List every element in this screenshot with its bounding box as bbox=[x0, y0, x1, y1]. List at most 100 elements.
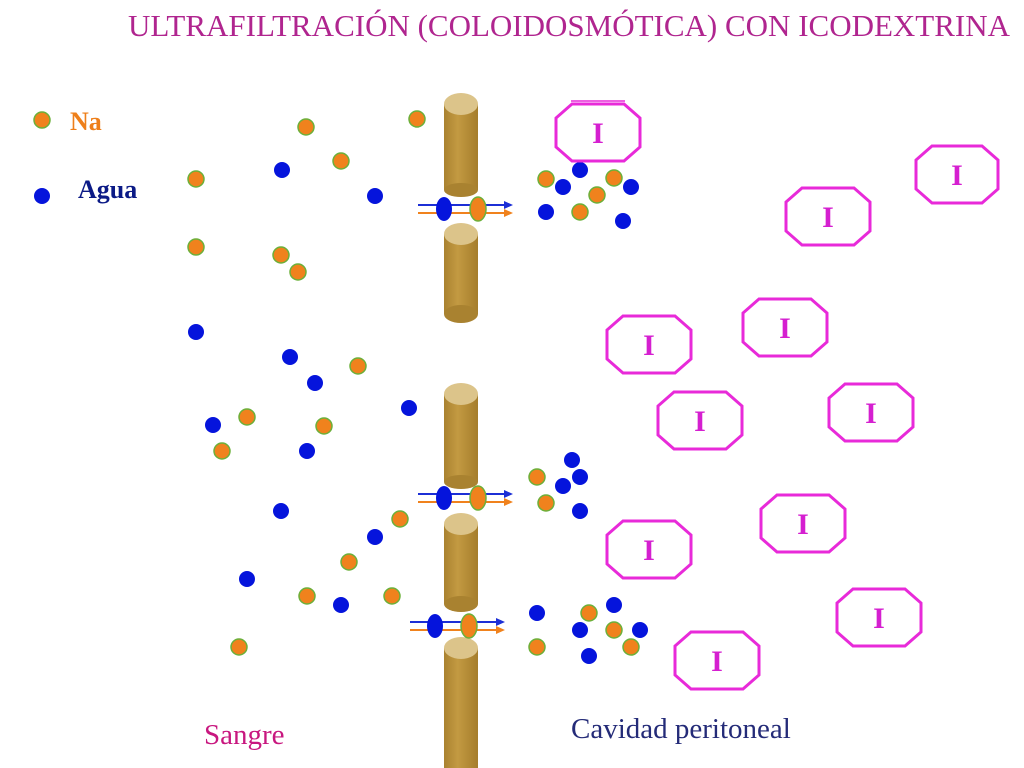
sodium-ion bbox=[622, 638, 640, 656]
sodium-ion bbox=[571, 203, 589, 221]
icodextrin-molecule: I bbox=[784, 186, 872, 247]
icodextrin-letter: I bbox=[822, 201, 834, 234]
water-molecule bbox=[367, 188, 383, 204]
sodium-ion bbox=[605, 621, 623, 639]
legend-water-label: Agua bbox=[78, 175, 137, 204]
icodextrin-letter: I bbox=[592, 117, 604, 150]
legend-water-icon bbox=[34, 188, 50, 204]
icodextrin-molecule: I bbox=[605, 519, 693, 580]
icodextrin-letter: I bbox=[643, 534, 655, 567]
blood-side-label: Sangre bbox=[204, 719, 285, 751]
sodium-ion bbox=[349, 357, 367, 375]
water-molecule bbox=[572, 503, 588, 519]
water-molecule bbox=[615, 213, 631, 229]
water-molecule bbox=[436, 197, 452, 221]
water-molecule bbox=[572, 622, 588, 638]
water-molecule bbox=[572, 162, 588, 178]
water-molecule bbox=[367, 529, 383, 545]
water-molecule bbox=[282, 349, 298, 365]
water-molecule bbox=[239, 571, 255, 587]
water-molecule bbox=[401, 400, 417, 416]
membrane-cylinder bbox=[444, 383, 478, 489]
sodium-ion bbox=[187, 170, 205, 188]
peritoneal-cavity-label: Cavidad peritoneal bbox=[571, 713, 791, 745]
icodextrin-molecule: I bbox=[554, 102, 642, 163]
icodextrin-letter: I bbox=[779, 312, 791, 345]
sodium-ion bbox=[187, 238, 205, 256]
water-molecule bbox=[299, 443, 315, 459]
water-molecule bbox=[307, 375, 323, 391]
sodium-ion bbox=[528, 468, 546, 486]
sodium-ion bbox=[528, 638, 546, 656]
water-molecule bbox=[555, 478, 571, 494]
sodium-ion bbox=[537, 494, 555, 512]
legend: Na Agua bbox=[33, 107, 137, 204]
water-molecule bbox=[436, 486, 452, 510]
icodextrin-molecule: I bbox=[835, 587, 923, 648]
water-molecule bbox=[606, 597, 622, 613]
icodextrin-letter: I bbox=[694, 405, 706, 438]
water-molecule bbox=[205, 417, 221, 433]
sodium-ion bbox=[580, 604, 598, 622]
icodextrin-letter: I bbox=[711, 645, 723, 678]
sodium-ion bbox=[340, 553, 358, 571]
water-molecule bbox=[273, 503, 289, 519]
pore-flow bbox=[418, 485, 513, 511]
sodium-ion bbox=[460, 613, 478, 639]
page-title: ULTRAFILTRACIÓN (COLOIDOSMÓTICA) CON ICO… bbox=[127, 8, 1010, 43]
icodextrin-molecule: I bbox=[759, 493, 847, 554]
icodextrin-molecule: I bbox=[673, 630, 761, 691]
icodextrin-letter: I bbox=[873, 602, 885, 635]
sodium-ion bbox=[298, 587, 316, 605]
icodextrin-molecule: I bbox=[656, 390, 744, 451]
icodextrin-letter: I bbox=[797, 508, 809, 541]
water-molecule bbox=[274, 162, 290, 178]
icodextrin-molecule: I bbox=[914, 144, 1000, 205]
membrane-cylinder bbox=[444, 637, 478, 768]
water-molecule bbox=[538, 204, 554, 220]
sodium-ion bbox=[537, 170, 555, 188]
water-molecule bbox=[188, 324, 204, 340]
legend-sodium-label: Na bbox=[70, 107, 102, 136]
membrane-cylinder bbox=[444, 513, 478, 612]
membrane-cylinder bbox=[444, 93, 478, 197]
water-molecule bbox=[623, 179, 639, 195]
sodium-ion bbox=[297, 118, 315, 136]
icodextrin-letter: I bbox=[643, 329, 655, 362]
water-molecule bbox=[564, 452, 580, 468]
icodextrin-letter: I bbox=[865, 397, 877, 430]
sodium-ion bbox=[588, 186, 606, 204]
sodium-ion bbox=[289, 263, 307, 281]
icodextrin-molecules: I I I I I I I I bbox=[554, 100, 1000, 691]
sodium-ion bbox=[213, 442, 231, 460]
icodextrin-molecule: I bbox=[741, 297, 829, 358]
icodextrin-molecule: I bbox=[605, 314, 693, 375]
water-molecule bbox=[572, 469, 588, 485]
sodium-ion bbox=[605, 169, 623, 187]
icodextrin-letter: I bbox=[951, 159, 963, 192]
water-molecule bbox=[555, 179, 571, 195]
membrane-cylinder bbox=[444, 223, 478, 323]
sodium-ion bbox=[469, 196, 487, 222]
sodium-ion bbox=[315, 417, 333, 435]
water-molecule bbox=[581, 648, 597, 664]
sodium-ion bbox=[332, 152, 350, 170]
membrane bbox=[444, 93, 478, 768]
pore-transport bbox=[410, 196, 513, 639]
sodium-ion bbox=[408, 110, 426, 128]
legend-sodium-icon bbox=[33, 111, 51, 129]
sodium-ion bbox=[383, 587, 401, 605]
water-molecule bbox=[427, 614, 443, 638]
sodium-ion bbox=[391, 510, 409, 528]
sodium-ion bbox=[230, 638, 248, 656]
sodium-ion bbox=[469, 485, 487, 511]
particles bbox=[187, 110, 648, 664]
water-molecule bbox=[529, 605, 545, 621]
water-molecule bbox=[632, 622, 648, 638]
icodextrin-molecule: I bbox=[827, 382, 915, 443]
pore-flow bbox=[410, 613, 505, 639]
sodium-ion bbox=[272, 246, 290, 264]
sodium-ion bbox=[238, 408, 256, 426]
water-molecule bbox=[333, 597, 349, 613]
